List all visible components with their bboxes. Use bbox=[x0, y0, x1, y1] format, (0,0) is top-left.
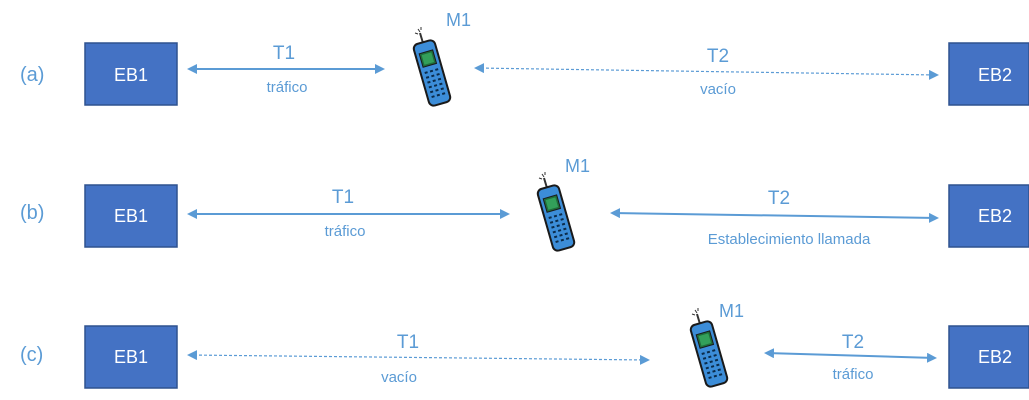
row-label: (c) bbox=[20, 344, 43, 366]
link-right-state: tráfico bbox=[833, 366, 874, 383]
mobile-station: M1 bbox=[411, 10, 471, 108]
link-left-name: T1 bbox=[332, 187, 354, 208]
mobile-phone-icon bbox=[411, 26, 453, 108]
mobile-phone-icon bbox=[535, 171, 577, 253]
base-station-right: EB2 bbox=[948, 184, 1029, 248]
link-right-name: T2 bbox=[768, 188, 790, 209]
base-station-left-label: EB1 bbox=[114, 206, 148, 226]
link-right: T2 Establecimiento llamada bbox=[610, 188, 939, 248]
row-b: (b) EB1 EB2 M1 T1 tráfico T2 Establecimi… bbox=[20, 156, 1029, 253]
link-right: T2 vacío bbox=[474, 46, 939, 98]
base-station-left: EB1 bbox=[84, 184, 178, 248]
base-station-right-label: EB2 bbox=[978, 206, 1012, 226]
mobile-station-label: M1 bbox=[719, 301, 744, 321]
link-left-state: vacío bbox=[381, 369, 417, 386]
base-station-right: EB2 bbox=[948, 325, 1029, 389]
link-left: T1 tráfico bbox=[187, 187, 510, 240]
base-station-left-label: EB1 bbox=[114, 347, 148, 367]
base-station-left: EB1 bbox=[84, 325, 178, 389]
link-right-arrow bbox=[610, 208, 939, 223]
base-station-left-label: EB1 bbox=[114, 65, 148, 85]
link-left-state: tráfico bbox=[267, 79, 308, 96]
link-left-arrow bbox=[187, 350, 650, 365]
link-left-name: T1 bbox=[397, 332, 419, 353]
base-station-right: EB2 bbox=[948, 42, 1029, 106]
link-left-name: T1 bbox=[273, 43, 295, 64]
base-station-right-label: EB2 bbox=[978, 347, 1012, 367]
base-station-left: EB1 bbox=[84, 42, 178, 106]
row-label: (b) bbox=[20, 202, 44, 224]
link-right-state: Establecimiento llamada bbox=[708, 231, 871, 248]
row-label: (a) bbox=[20, 64, 44, 86]
link-right-name: T2 bbox=[842, 332, 864, 353]
link-left-state: tráfico bbox=[325, 223, 366, 240]
link-right-arrow bbox=[764, 348, 937, 363]
mobile-station: M1 bbox=[688, 301, 744, 389]
link-right-state: vacío bbox=[700, 81, 736, 98]
mobile-station-label: M1 bbox=[565, 156, 590, 176]
mobile-station-label: M1 bbox=[446, 10, 471, 30]
link-right-arrow bbox=[474, 63, 939, 80]
link-right-name: T2 bbox=[707, 46, 729, 67]
base-station-right-label: EB2 bbox=[978, 65, 1012, 85]
mobile-station: M1 bbox=[535, 156, 590, 253]
link-left: T1 tráfico bbox=[187, 43, 385, 96]
link-right: T2 tráfico bbox=[764, 332, 937, 383]
link-left: T1 vacío bbox=[187, 332, 650, 386]
row-c: (c) EB1 EB2 M1 T1 vacío T2 tráfico bbox=[20, 301, 1029, 389]
row-a: (a) EB1 EB2 M1 T1 tráfico T2 vacío bbox=[20, 10, 1029, 108]
